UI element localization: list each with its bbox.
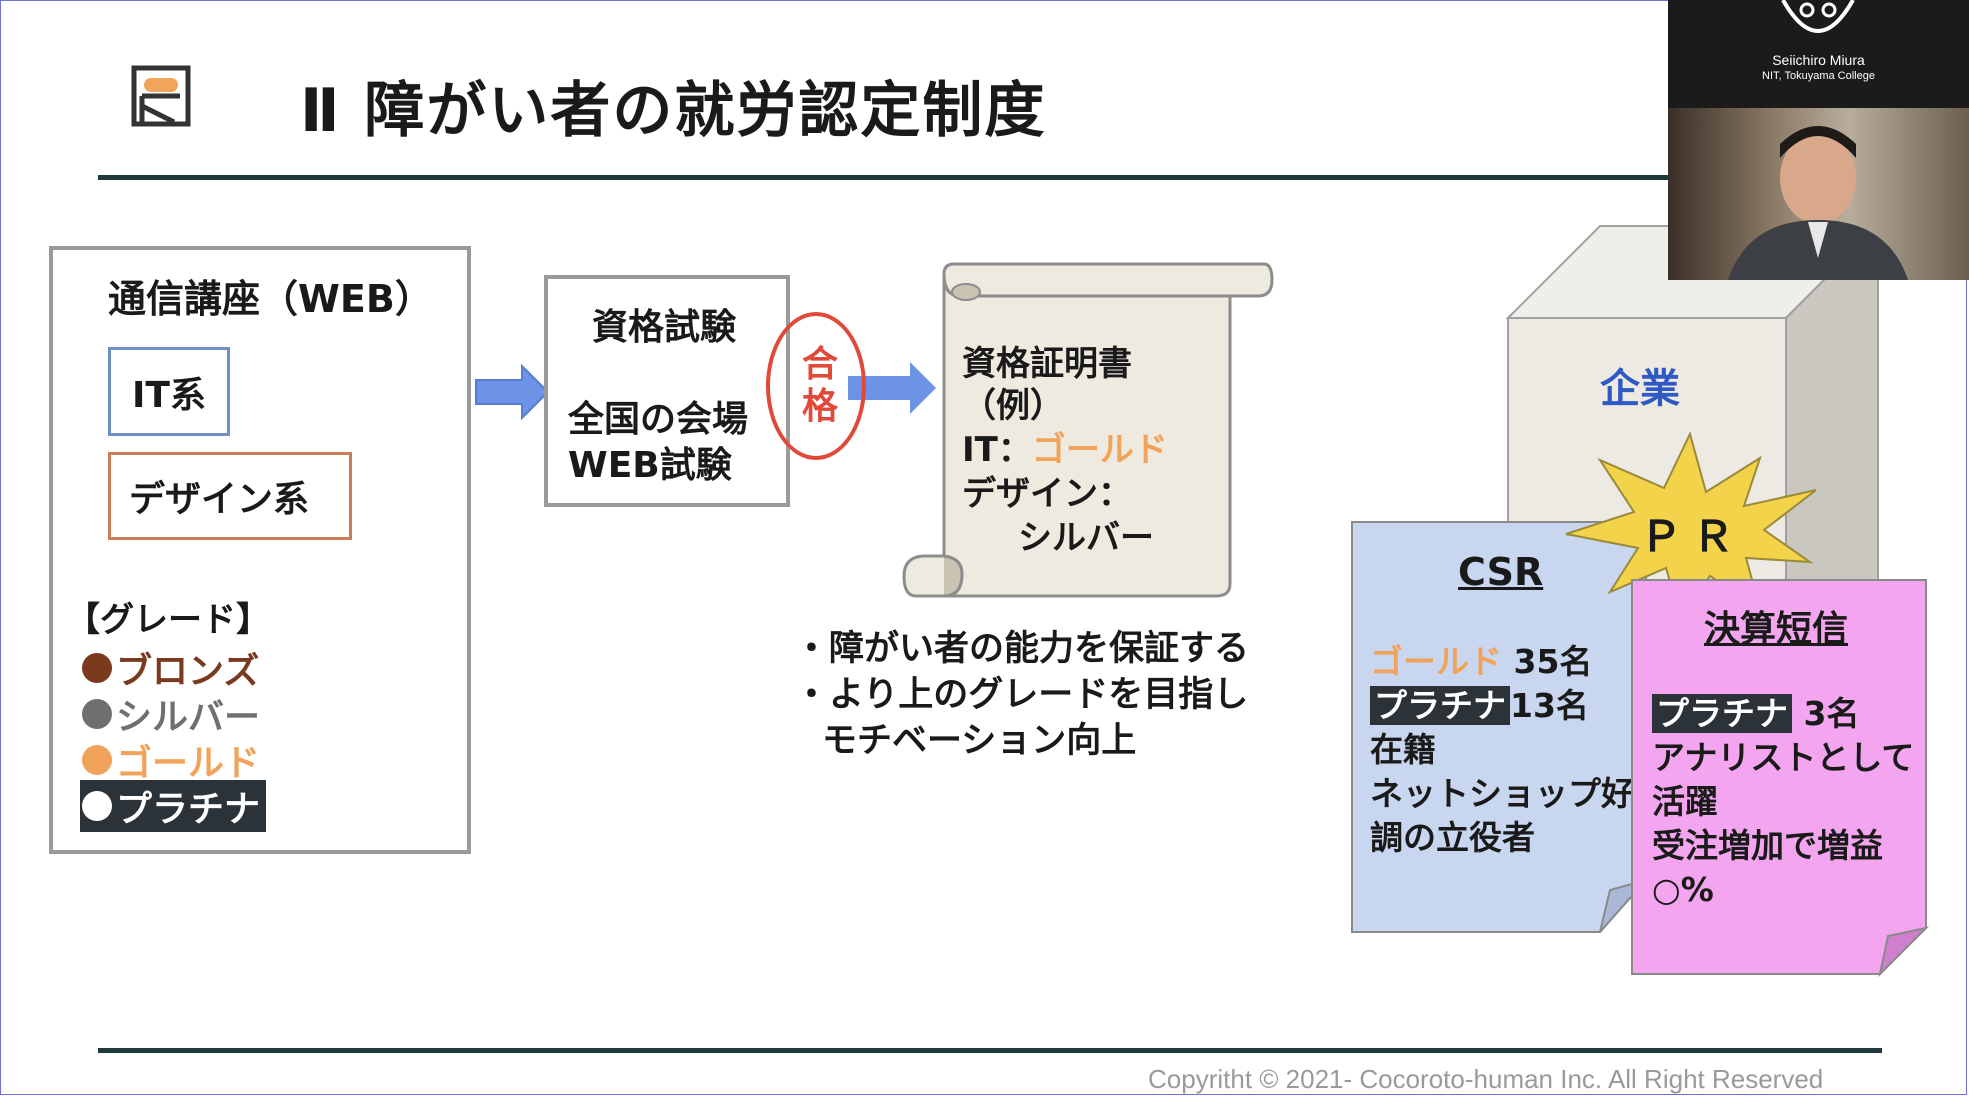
kessan-platinum-count: 3名 [1792,694,1860,733]
kessan-text: 活躍 [1652,782,1718,821]
exam-venue: 全国の会場 [568,399,749,440]
kessan-platinum-line: プラチナ 3名 [1652,692,1859,736]
pr-label: ＰＲ [1640,512,1745,561]
exam-title: 資格試験 [592,307,737,348]
csr-text: ネットショップ好 [1370,774,1634,813]
certificate-design-grade: シルバー [1018,518,1154,558]
footer-divider [98,1048,1882,1053]
kessan-title: 決算短信 [1704,609,1849,650]
title-divider [98,175,1668,180]
csr-text: 調の立役者 [1370,818,1535,857]
silver-dot-icon [82,699,112,729]
kessan-document-icon [1631,579,1930,978]
presenter-camera-feed [1668,108,1969,280]
bullet-item: ・より上のグレードを目指し [794,675,1249,715]
copyright-text: Copyritht © 2021- Cocoroto-human Inc. Al… [1148,1064,1824,1094]
certificate-it-prefix: IT： [962,430,1032,470]
pass-label: 合格 [801,344,838,427]
csr-gold-line: ゴールド 35名 [1370,640,1592,684]
grade-bronze: ブロンズ [82,642,259,694]
kessan-text: アナリストとして [1652,738,1915,777]
certificate-design-prefix: デザイン： [962,474,1132,514]
presenter-avatar [1728,126,1908,280]
presenter-logo-icon [1781,0,1855,33]
scroll-icon [902,262,1274,598]
csr-gold-count: 35名 [1502,642,1593,681]
bullet-item: ・障がい者の能力を保証する [794,629,1250,669]
certificate-title: 資格証明書 [962,344,1132,384]
bronze-dot-icon [82,653,112,683]
grade-silver: シルバー [82,688,260,740]
page-title: Ⅱ 障がい者の就労認定制度 [300,76,1047,146]
kessan-text: 受注増加で増益 [1652,826,1883,865]
presenter-name: Seiichiro Miura [1772,52,1865,68]
design-category: デザイン系 [108,452,352,540]
kessan-text: ○% [1652,870,1714,909]
csr-platinum-label: プラチナ [1370,686,1510,725]
grade-label: ゴールド [116,743,261,784]
gold-dot-icon [82,745,112,775]
exam-box [544,275,790,507]
arrow-right-icon [848,362,936,414]
company-label: 企業 [1600,366,1680,412]
arrow-right-icon [475,364,550,420]
grade-label: シルバー [116,697,261,738]
certificate-example: （例） [962,386,1064,426]
grade-gold: ゴールド [82,734,260,786]
exam-web: WEB試験 [568,445,732,486]
certificate-it-line: IT：ゴールド [962,422,1168,471]
presenter-video[interactable]: Seiichiro Miura NIT, Tokuyama College [1668,0,1969,280]
grade-header: 【グレード】 [66,600,270,640]
grade-label: ブロンズ [116,651,260,692]
platinum-dot-icon [82,791,112,821]
csr-text: 在籍 [1370,730,1436,769]
grade-label: プラチナ [116,789,261,830]
certificate-it-grade: ゴールド [1031,430,1168,470]
pass-stamp [766,312,866,460]
course-title: 通信講座（WEB） [108,277,433,321]
kessan-platinum-label: プラチナ [1652,694,1792,733]
csr-title: CSR [1458,550,1544,594]
bullet-item: モチベーション向上 [822,721,1137,761]
presenter-affiliation: NIT, Tokuyama College [1762,70,1875,82]
pr-burst-icon [1565,431,1817,619]
grade-platinum: プラチナ [80,780,267,832]
csr-platinum-count: 13名 [1510,686,1589,725]
it-category: IT系 [108,347,230,436]
csr-gold-label: ゴールド [1370,642,1502,681]
logo-icon [131,65,191,127]
